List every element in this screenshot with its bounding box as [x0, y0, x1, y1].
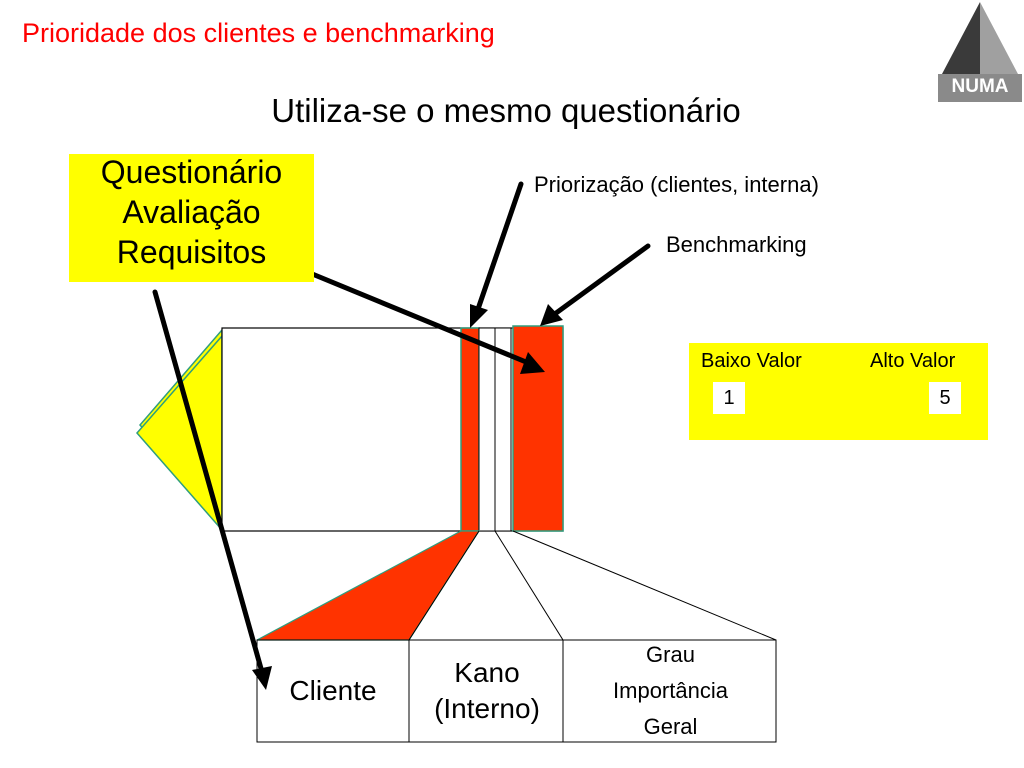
arrow-quest-to-cliente — [152, 289, 265, 675]
grau-cell: Grau Importância Geral — [565, 640, 776, 742]
priority-column — [460, 327, 480, 532]
arrow-to-priority — [474, 181, 524, 315]
grau-column — [494, 327, 512, 532]
benchmarking-column — [512, 325, 564, 532]
benchmarking-label: Benchmarking — [666, 232, 807, 257]
kano-cell: Kano (Interno) — [411, 640, 563, 742]
slide-subtitle: Utiliza-se o mesmo questionário — [271, 92, 741, 129]
arrow-to-benchmarking — [549, 243, 651, 319]
logo-text: NUMA — [951, 76, 1009, 97]
kano-column — [478, 327, 496, 532]
kano-line: (Interno) — [434, 693, 540, 724]
slide-title: Prioridade dos clientes e benchmarking — [22, 18, 495, 48]
arrow-quest-to-benchmark — [285, 261, 529, 365]
questionnaire-box: Questionário Avaliação Requisitos — [69, 154, 314, 282]
scale-low-label: Baixo Valor — [701, 350, 802, 372]
prioritization-label: Priorização (clientes, interna) — [534, 172, 819, 197]
cliente-expansion — [256, 530, 481, 641]
scale-min-value: 1 — [713, 382, 745, 414]
numa-pyramid-icon — [938, 2, 1022, 102]
scale-max-value: 5 — [929, 382, 961, 414]
bottom-table — [256, 639, 777, 743]
questionnaire-line: Avaliação — [122, 194, 261, 230]
questionnaire-line: Requisitos — [116, 234, 267, 270]
grau-line: Importância — [613, 678, 728, 703]
questionnaire-line: Questionário — [100, 154, 283, 190]
scale-high-label: Alto Valor — [870, 350, 956, 372]
left-triangle-front — [136, 334, 223, 532]
grau-line: Geral — [643, 714, 698, 739]
grau-line: Grau — [646, 642, 695, 667]
kano-line: Kano — [454, 657, 520, 688]
cliente-cell: Cliente — [257, 640, 409, 742]
cliente-label: Cliente — [289, 675, 377, 706]
